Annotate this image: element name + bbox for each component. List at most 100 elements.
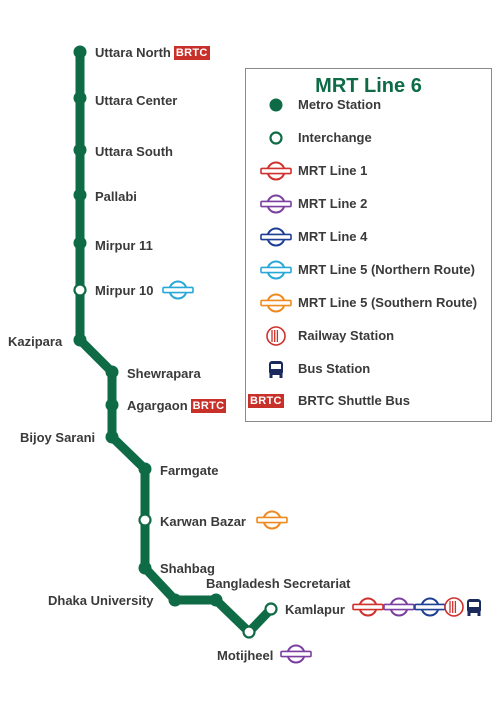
station-marker — [105, 398, 119, 412]
legend-item: Bus Station — [246, 357, 491, 381]
station-motijheel: Motijheel — [217, 648, 273, 664]
station-kazipara: Kazipara — [8, 334, 62, 350]
mrt-line-2-icon — [383, 597, 415, 617]
station-mirpur-10: Mirpur 10 — [95, 283, 154, 299]
station-kamlapur: Kamlapur — [285, 602, 345, 618]
station-name: Shahbag — [160, 561, 215, 576]
station-marker — [73, 188, 87, 202]
station-name: Dhaka University — [48, 593, 154, 608]
station-name: Kamlapur — [285, 602, 345, 617]
station-name: Uttara North — [95, 45, 171, 60]
railway-station-icon — [444, 597, 464, 617]
station-name: Farmgate — [160, 463, 219, 478]
legend-item: Interchange — [246, 126, 491, 150]
mrt-line-5-north-icon — [162, 280, 194, 300]
station-bijoy-sarani: Bijoy Sarani — [20, 430, 95, 446]
railway-station-icon — [266, 326, 286, 346]
station-name: Uttara Center — [95, 93, 178, 108]
station-name: Shewrapara — [127, 366, 201, 381]
legend-item: MRT Line 1 — [246, 159, 491, 183]
station-name: Bangladesh Secretariat — [206, 576, 351, 591]
station-dhaka-university: Dhaka University — [48, 593, 154, 609]
station-karwan-bazar: Karwan Bazar — [160, 514, 246, 530]
mrt-line-2-icon — [260, 194, 292, 214]
bus-station-icon — [467, 599, 481, 616]
legend-item: MRT Line 2 — [246, 192, 491, 216]
mrt-line-5-south-icon — [260, 293, 292, 313]
station-name: Bijoy Sarani — [20, 430, 96, 445]
station-marker — [73, 236, 87, 250]
station-marker — [138, 462, 152, 476]
station-marker — [209, 593, 223, 607]
station-name: Agargaon — [127, 398, 188, 413]
station-name: Karwan Bazar — [160, 514, 246, 529]
mrt-line-1-icon — [260, 161, 292, 181]
legend-item-label: Bus Station — [298, 361, 371, 376]
mrt-line-5-south-icon — [260, 293, 292, 313]
mrt-line-1-icon — [352, 597, 384, 617]
legend-item-label: MRT Line 5 (Southern Route) — [298, 295, 478, 310]
bus-station-icon — [269, 361, 283, 378]
legend-item: BRTC BRTC Shuttle Bus — [246, 389, 491, 413]
mrt-line-1-icon — [260, 161, 292, 181]
legend-item: Metro Station — [246, 93, 491, 117]
station-farmgate: Farmgate — [160, 463, 219, 479]
station-marker — [73, 45, 87, 59]
mrt-line-4-icon — [260, 227, 292, 247]
brtc-badge: BRTC — [190, 399, 227, 413]
interchange-icon — [269, 131, 283, 145]
station-name: Pallabi — [95, 189, 137, 204]
legend-item-label: MRT Line 2 — [298, 196, 368, 211]
mrt-line-5-north-icon — [260, 260, 292, 280]
mrt-line-4-icon — [260, 227, 292, 247]
legend-title: MRT Line 6 — [315, 75, 422, 97]
station-name: Motijheel — [217, 648, 274, 663]
station-marker — [138, 561, 152, 575]
railway-station-icon — [266, 326, 286, 346]
legend-item: MRT Line 5 (Northern Route) — [246, 258, 491, 282]
station-name: Uttara South — [95, 144, 173, 159]
mrt-line-4-icon — [414, 597, 446, 617]
legend-item-label: MRT Line 5 (Northern Route) — [298, 262, 475, 277]
interchange-marker — [242, 625, 256, 639]
legend-item-label: Metro Station — [298, 97, 382, 112]
station-shewrapara: Shewrapara — [127, 366, 201, 382]
station-uttara-center: Uttara Center — [95, 93, 177, 109]
legend-item-label: MRT Line 1 — [298, 163, 368, 178]
brtc-badge: BRTC — [248, 394, 284, 408]
line-6-route — [75, 47, 276, 637]
station-shahbag: Shahbag — [160, 561, 215, 577]
station-marker — [73, 91, 87, 105]
mrt-line-2-icon — [280, 644, 312, 664]
interchange-marker — [138, 513, 152, 527]
legend-item-label: Railway Station — [298, 328, 395, 343]
station-marker — [105, 430, 119, 444]
interchange-marker — [264, 602, 278, 616]
interchange-marker — [73, 283, 87, 297]
legend-item-label: MRT Line 4 — [298, 229, 368, 244]
mrt-line-5-south-icon — [256, 510, 288, 530]
legend-item-label: Interchange — [298, 130, 372, 145]
station-marker — [73, 333, 87, 347]
station-uttara-south: Uttara South — [95, 144, 173, 160]
brtc-badge: BRTC — [173, 46, 210, 60]
mrt-line-2-icon — [260, 194, 292, 214]
station-name: Mirpur 10 — [95, 283, 154, 298]
legend-item: MRT Line 5 (Southern Route) — [246, 291, 491, 315]
station-marker — [105, 365, 119, 379]
bus-station-icon — [269, 361, 283, 378]
station-marker — [73, 143, 87, 157]
station-pallabi: Pallabi — [95, 189, 137, 205]
station-marker — [168, 593, 182, 607]
station-bangladesh-secretariat: Bangladesh Secretariat — [206, 576, 351, 592]
station-mirpur-11: Mirpur 11 — [95, 238, 153, 254]
metro-station-icon — [269, 98, 283, 112]
legend-item-label: BRTC Shuttle Bus — [298, 393, 410, 408]
station-name: Mirpur 11 — [95, 238, 153, 253]
legend-item: MRT Line 4 — [246, 225, 491, 249]
mrt-line-5-north-icon — [260, 260, 292, 280]
